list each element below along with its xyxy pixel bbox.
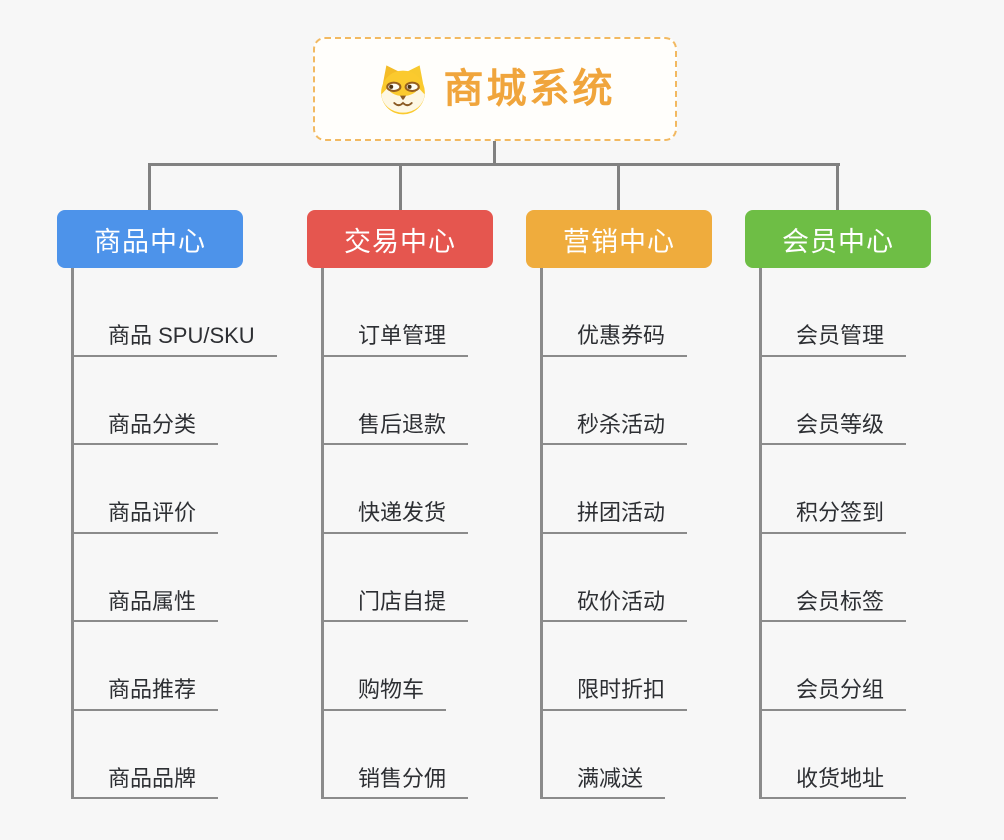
topic-node[interactable]: 销售分佣 [324,711,469,799]
topic-node[interactable]: 会员标签 [762,534,907,622]
topic-node[interactable]: 会员等级 [762,357,907,445]
topic-node[interactable]: 门店自提 [324,534,469,622]
branch-items-product-center: 商品 SPU/SKU 商品分类 商品评价 商品属性 商品推荐 商品品牌 [71,268,277,799]
topic-node[interactable]: 商品评价 [74,445,219,534]
topic-node[interactable]: 满减送 [543,711,666,799]
branch-node-trade-center[interactable]: 交易中心 [307,210,493,268]
topic-node[interactable]: 售后退款 [324,357,469,445]
branch-items-trade-center: 订单管理 售后退款 快递发货 门店自提 购物车 销售分佣 [321,268,469,799]
topic-node[interactable]: 商品品牌 [74,711,219,799]
connector-drop-trade [399,164,402,210]
branch-items-member-center: 会员管理 会员等级 积分签到 会员标签 会员分组 收货地址 [759,268,907,799]
topic-node[interactable]: 商品属性 [74,534,219,622]
topic-node[interactable]: 秒杀活动 [543,357,688,445]
topic-node[interactable]: 快递发货 [324,445,469,534]
topic-node[interactable]: 优惠券码 [543,268,688,357]
connector-root-stem [493,141,496,164]
topic-node[interactable]: 商品分类 [74,357,219,445]
branch-product-center: 商品中心 商品 SPU/SKU 商品分类 商品评价 商品属性 商品推荐 商品品牌 [57,210,277,799]
branch-trade-center: 交易中心 订单管理 售后退款 快递发货 门店自提 购物车 销售分佣 [307,210,493,799]
root-title: 商城系统 [443,67,616,111]
branch-node-marketing-center[interactable]: 营销中心 [526,210,712,268]
topic-node[interactable]: 砍价活动 [543,534,688,622]
topic-node[interactable]: 会员分组 [762,622,907,711]
branch-items-marketing-center: 优惠券码 秒杀活动 拼团活动 砍价活动 限时折扣 满减送 [540,268,688,799]
topic-node[interactable]: 限时折扣 [543,622,688,711]
connector-drop-product [148,164,151,210]
connector-drop-marketing [617,164,620,210]
root-node[interactable]: 商城系统 [313,37,677,141]
topic-node[interactable]: 商品推荐 [74,622,219,711]
connector-drop-member [836,164,839,210]
topic-node[interactable]: 积分签到 [762,445,907,534]
topic-node[interactable]: 订单管理 [324,268,469,357]
topic-node[interactable]: 购物车 [324,622,447,711]
branch-marketing-center: 营销中心 优惠券码 秒杀活动 拼团活动 砍价活动 限时折扣 满减送 [526,210,712,799]
shiba-dog-icon [375,61,431,117]
topic-node[interactable]: 收货地址 [762,711,907,799]
topic-node[interactable]: 会员管理 [762,268,907,357]
connector-horizontal-bar [148,163,840,166]
branch-member-center: 会员中心 会员管理 会员等级 积分签到 会员标签 会员分组 收货地址 [745,210,931,799]
topic-node[interactable]: 商品 SPU/SKU [74,268,277,357]
branch-node-member-center[interactable]: 会员中心 [745,210,931,268]
topic-node[interactable]: 拼团活动 [543,445,688,534]
branch-node-product-center[interactable]: 商品中心 [57,210,243,268]
